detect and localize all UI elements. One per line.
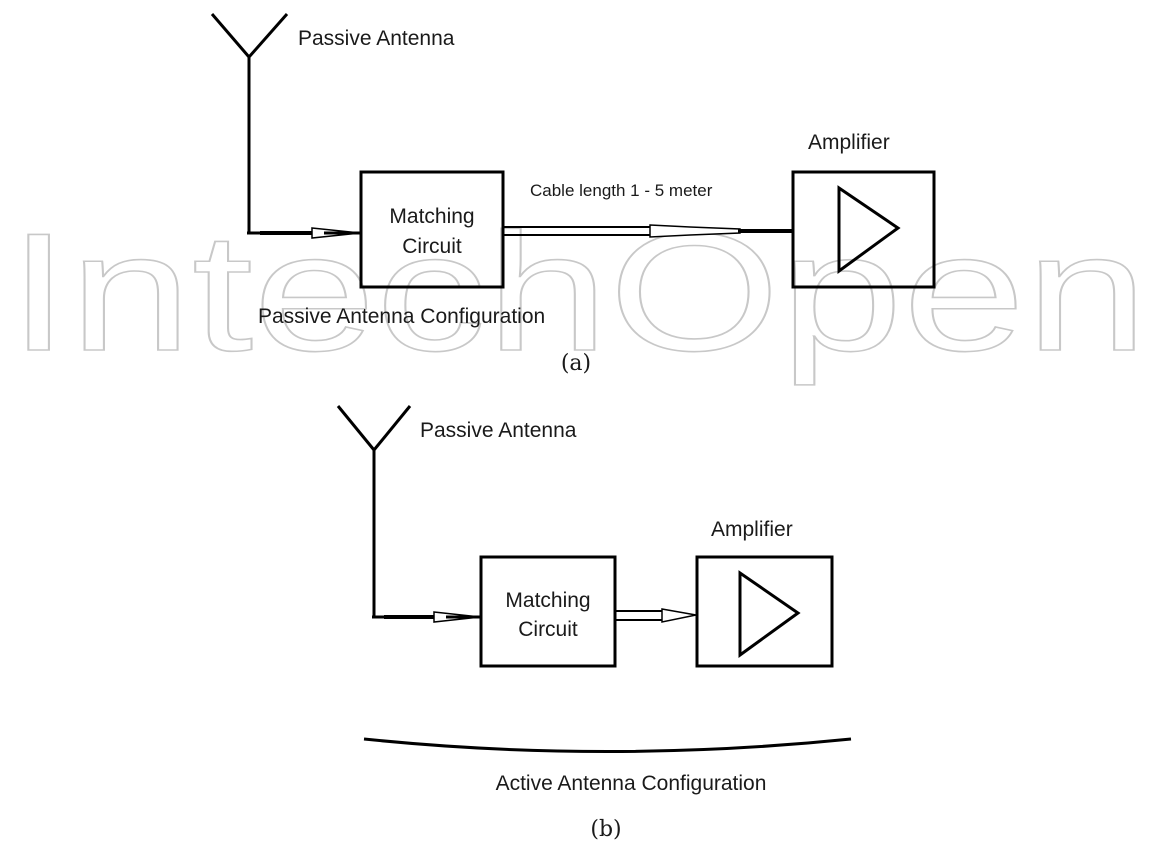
amplifier-triangle-b-icon: [738, 570, 801, 658]
brace-under-active-group: [363, 737, 852, 753]
antenna-feed-arrow-a: [260, 227, 361, 239]
matching-label-b-line1: Matching: [505, 589, 590, 612]
matching-label-a-line1: Matching: [389, 205, 474, 228]
antenna-feed-arrow-b: [384, 611, 481, 623]
cable-length-label: Cable length 1 - 5 meter: [530, 181, 713, 200]
panel-b: Passive Antenna Matching Circuit Amplifi…: [336, 405, 852, 842]
cable-a: [503, 224, 792, 238]
amplifier-label-b: Amplifier: [711, 518, 793, 541]
amplifier-triangle-a-icon: [837, 185, 901, 274]
amplifier-label-a: Amplifier: [808, 131, 890, 154]
watermark: IntechOpen: [8, 198, 1148, 386]
matching-circuit-box-a: [359, 170, 505, 289]
amplifier-box-a: [791, 170, 936, 289]
matching-label-b-line2: Circuit: [518, 618, 578, 641]
caption-a: (a): [561, 351, 591, 376]
antenna-label-b: Passive Antenna: [420, 419, 577, 442]
antenna-b-icon: [336, 405, 432, 619]
panel-a: Passive Antenna Matching Circuit Cable l…: [210, 13, 936, 376]
antenna-label-a: Passive Antenna: [298, 27, 455, 50]
configuration-label-b: Active Antenna Configuration: [496, 772, 767, 795]
configuration-label-a: Passive Antenna Configuration: [258, 305, 545, 328]
caption-b: (b): [590, 817, 621, 842]
link-arrow-b: [615, 608, 697, 623]
matching-label-a-line2: Circuit: [402, 235, 462, 258]
amplifier-box-b: [695, 555, 834, 668]
